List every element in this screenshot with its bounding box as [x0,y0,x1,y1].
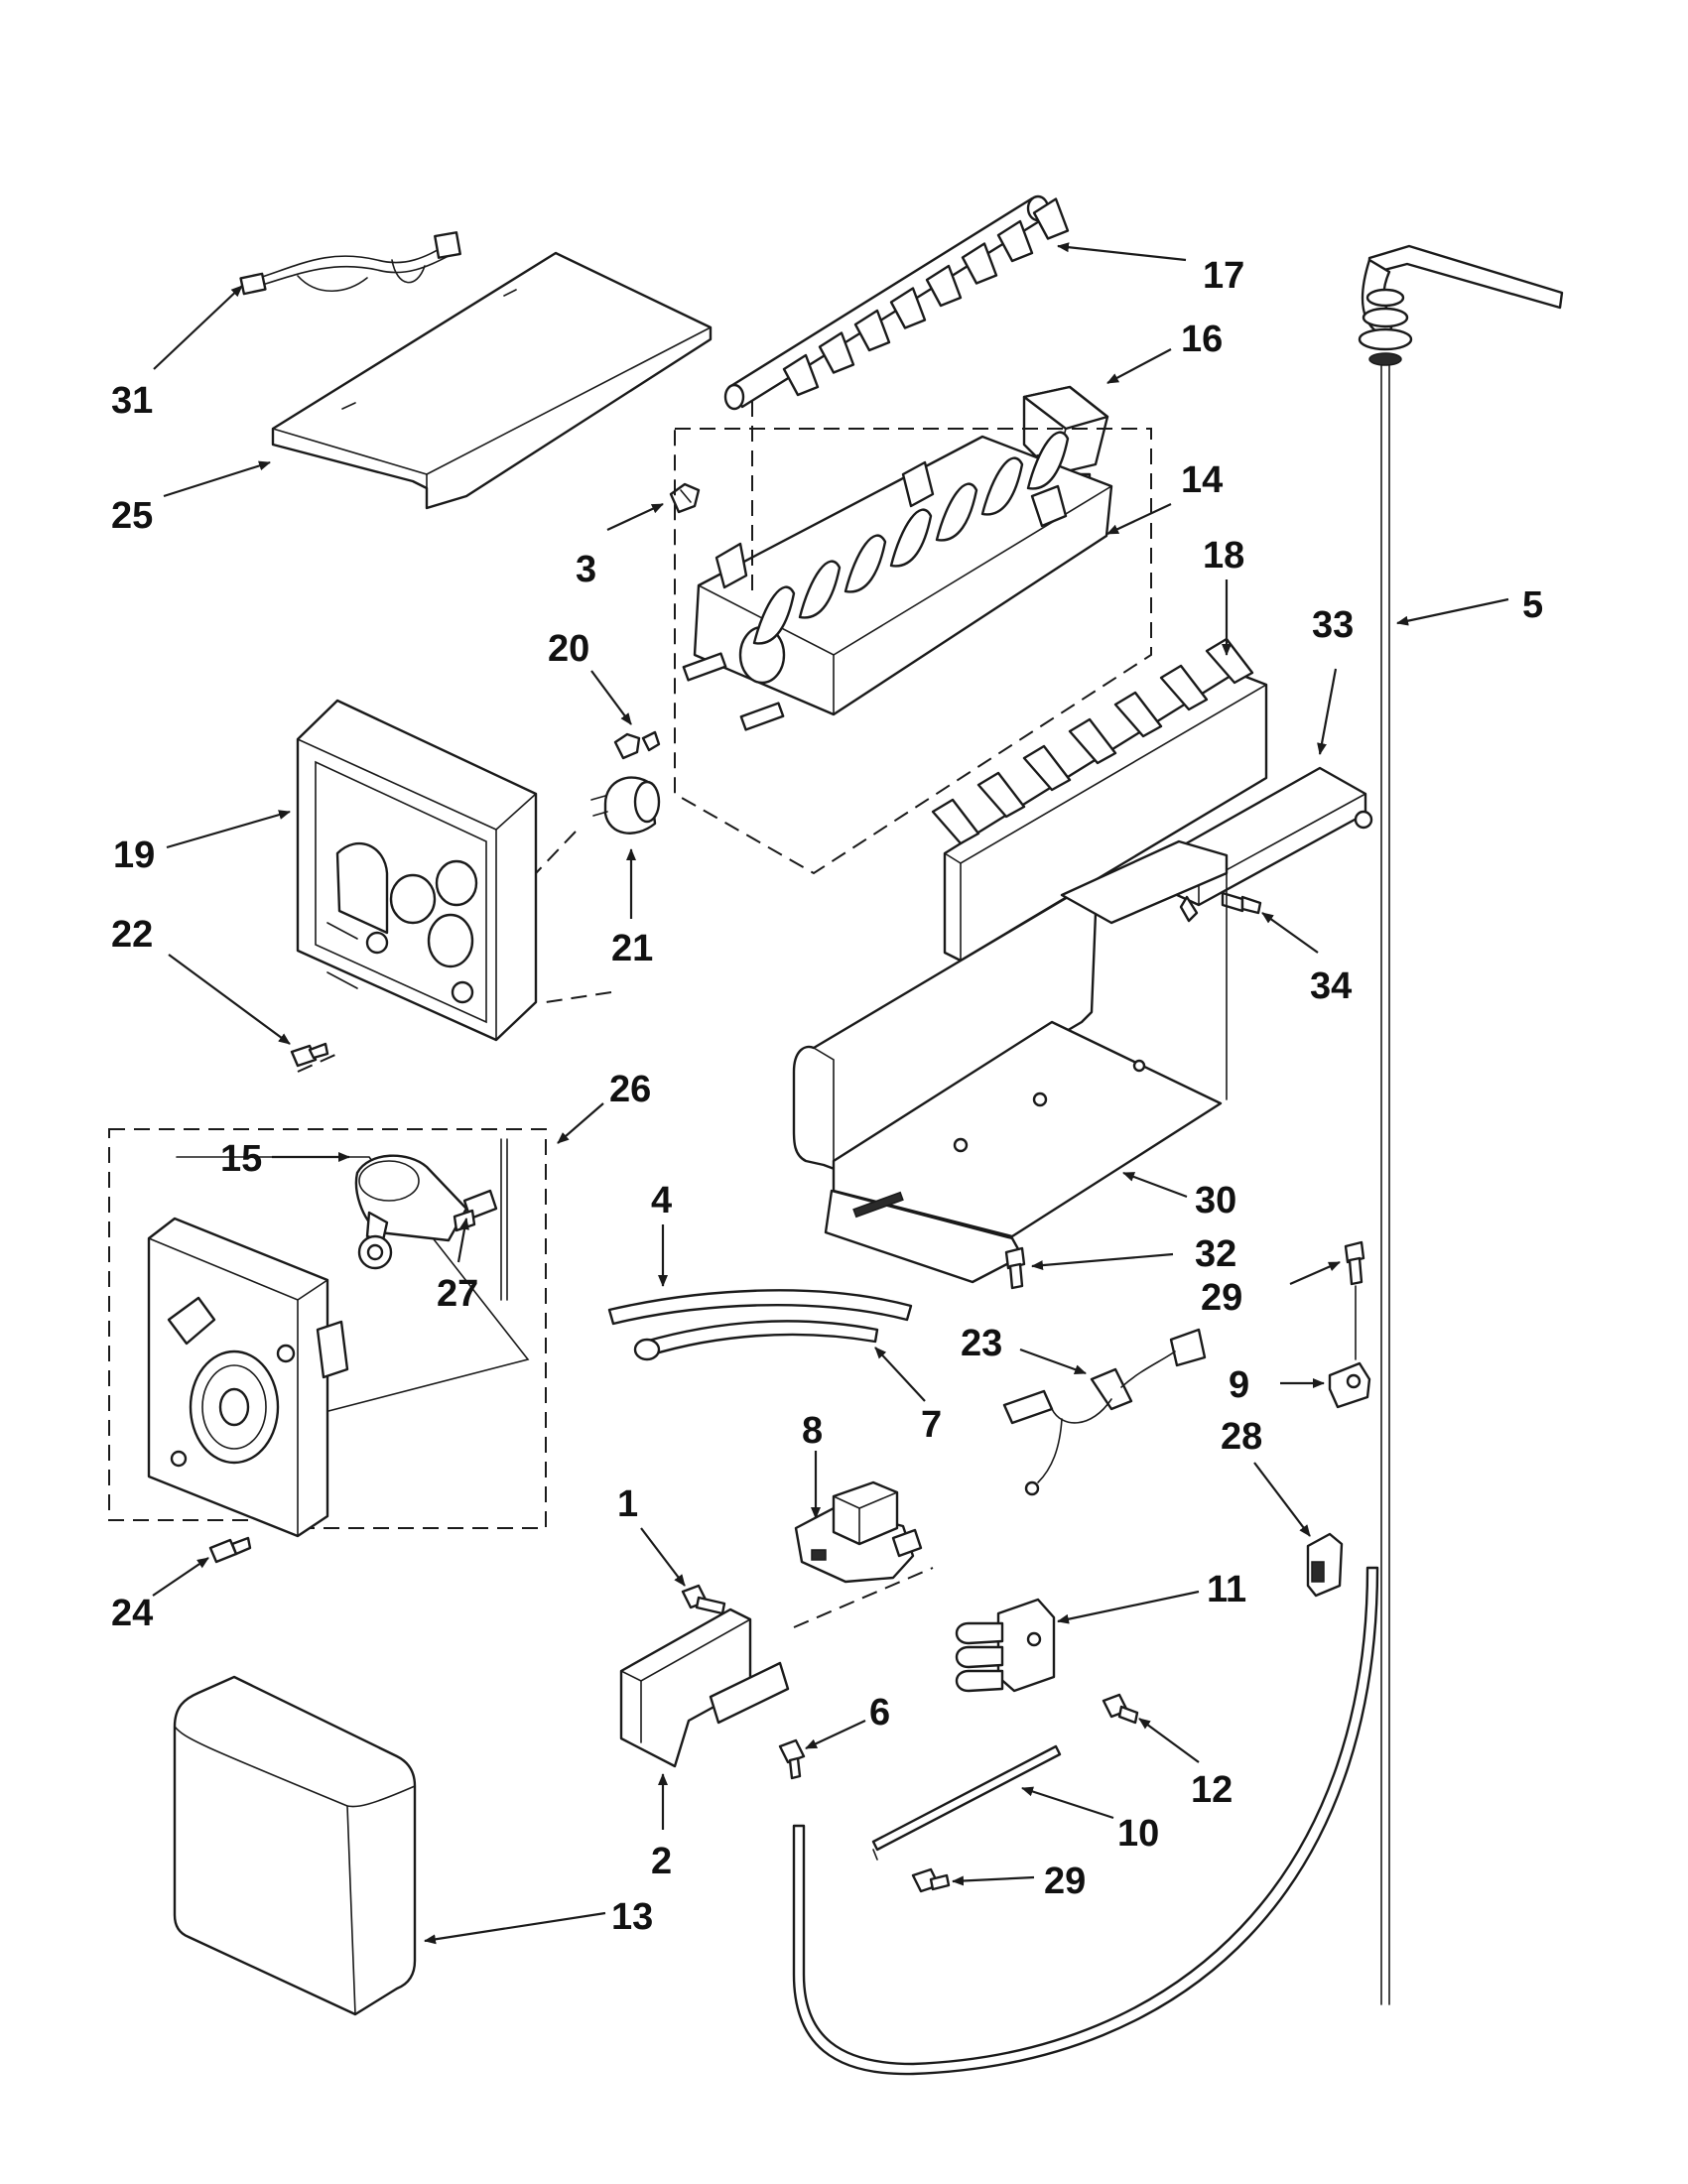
part-9-clip [1328,1361,1371,1409]
callout-23: 23 [961,1323,1002,1364]
callout-14: 14 [1181,459,1223,501]
callout-10: 10 [1117,1813,1159,1855]
callout-13: 13 [611,1896,653,1938]
part-29-screw-upper [1344,1240,1365,1360]
callout-17: 17 [1203,255,1244,297]
ejector-fin [996,219,1034,263]
part-19-module-housing [296,699,538,1042]
callout-28: 28 [1221,1416,1262,1458]
part-17-ejector-shaft [723,194,1070,411]
stripper-finger [1113,691,1163,738]
callout-5: 5 [1522,584,1543,626]
callout-32: 32 [1195,1233,1236,1275]
callout-29-upper: 29 [1201,1277,1242,1319]
callout-15: 15 [220,1138,262,1180]
callout-11: 11 [1207,1569,1246,1610]
stripper-finger [976,771,1026,819]
part-21-motor-plug [590,776,661,835]
callout-6: 6 [869,1692,890,1734]
stripper-finger [1068,717,1117,765]
part-18-stripper [931,637,1268,963]
callout-18: 18 [1203,535,1244,577]
ejector-fin [782,353,820,397]
callout-29-lower: 29 [1044,1861,1086,1902]
callout-30: 30 [1195,1180,1236,1221]
callout-16: 16 [1181,319,1223,360]
part-7-tube [633,1320,879,1361]
ejector-fin [853,309,891,352]
part-24-screw [208,1536,252,1564]
part-26-motor-assembly [108,1128,547,1538]
leader-arrows [152,242,1509,1945]
stripper-finger [1022,744,1072,792]
mold-cavity [980,456,1024,516]
ejector-fin [961,242,998,285]
callout-1: 1 [617,1483,638,1525]
part-5-water-fill-tube [792,244,1564,2076]
ejector-fin [1032,197,1070,240]
callout-19: 19 [113,835,155,876]
stripper-finger [931,798,980,845]
mold-cavity [844,534,887,593]
mold-cavity [1026,431,1070,490]
stripper-finger [1159,664,1209,711]
callout-21: 21 [611,928,653,969]
part-15-motor [354,1154,468,1270]
part-1-screw [681,1584,726,1615]
ejector-fin [889,287,927,329]
callout-20: 20 [548,628,589,670]
callout-24: 24 [111,1593,153,1634]
part-31-wire-harness [239,231,461,296]
alignment-lines [297,401,1152,1628]
ejector-fin [925,264,963,308]
callout-25: 25 [111,495,153,537]
part-6-screw [778,1738,806,1780]
part-25-cover [271,251,713,510]
callout-3: 3 [576,549,596,590]
callout-26: 26 [609,1069,651,1110]
part-32-screw [1004,1246,1026,1290]
mold-cavity [752,585,796,645]
callout-12: 12 [1191,1769,1233,1811]
mold-cavity [889,508,933,568]
part-23-wire-harness [1002,1328,1207,1496]
part-3-clip [669,482,701,514]
part-28-switch [1306,1532,1344,1598]
callout-7: 7 [921,1404,942,1446]
callout-2: 2 [651,1841,672,1882]
part-34-screw [1221,891,1262,915]
callout-9: 9 [1229,1364,1249,1406]
ejector-fin [818,331,855,374]
stripper-finger [1205,637,1254,685]
part-8-valve [794,1480,923,1584]
part-14-mold [682,431,1113,731]
part-11-clamp [955,1598,1056,1693]
callout-labels: 31 25 3 17 16 14 18 5 33 20 19 21 22 34 … [111,255,1543,1938]
part-10-strip [871,1744,1062,1861]
mold-cavity [798,560,842,619]
part-20-clip [613,730,661,760]
callout-33: 33 [1312,604,1354,646]
part-22-screw [290,1042,329,1068]
part-4-tube [607,1289,913,1326]
callout-34: 34 [1310,965,1352,1007]
mold-cavity [935,482,978,542]
part-29-screw-lower [911,1867,951,1893]
part-13-cover-box [173,1675,417,2016]
part-12-screw [1102,1693,1139,1725]
part-30-mounting-bracket [792,839,1229,1284]
callout-22: 22 [111,914,153,956]
callout-27: 27 [437,1273,478,1315]
part-2-bracket [619,1607,790,1768]
callout-4: 4 [651,1180,672,1221]
callout-31: 31 [111,380,153,422]
callout-8: 8 [802,1410,823,1452]
